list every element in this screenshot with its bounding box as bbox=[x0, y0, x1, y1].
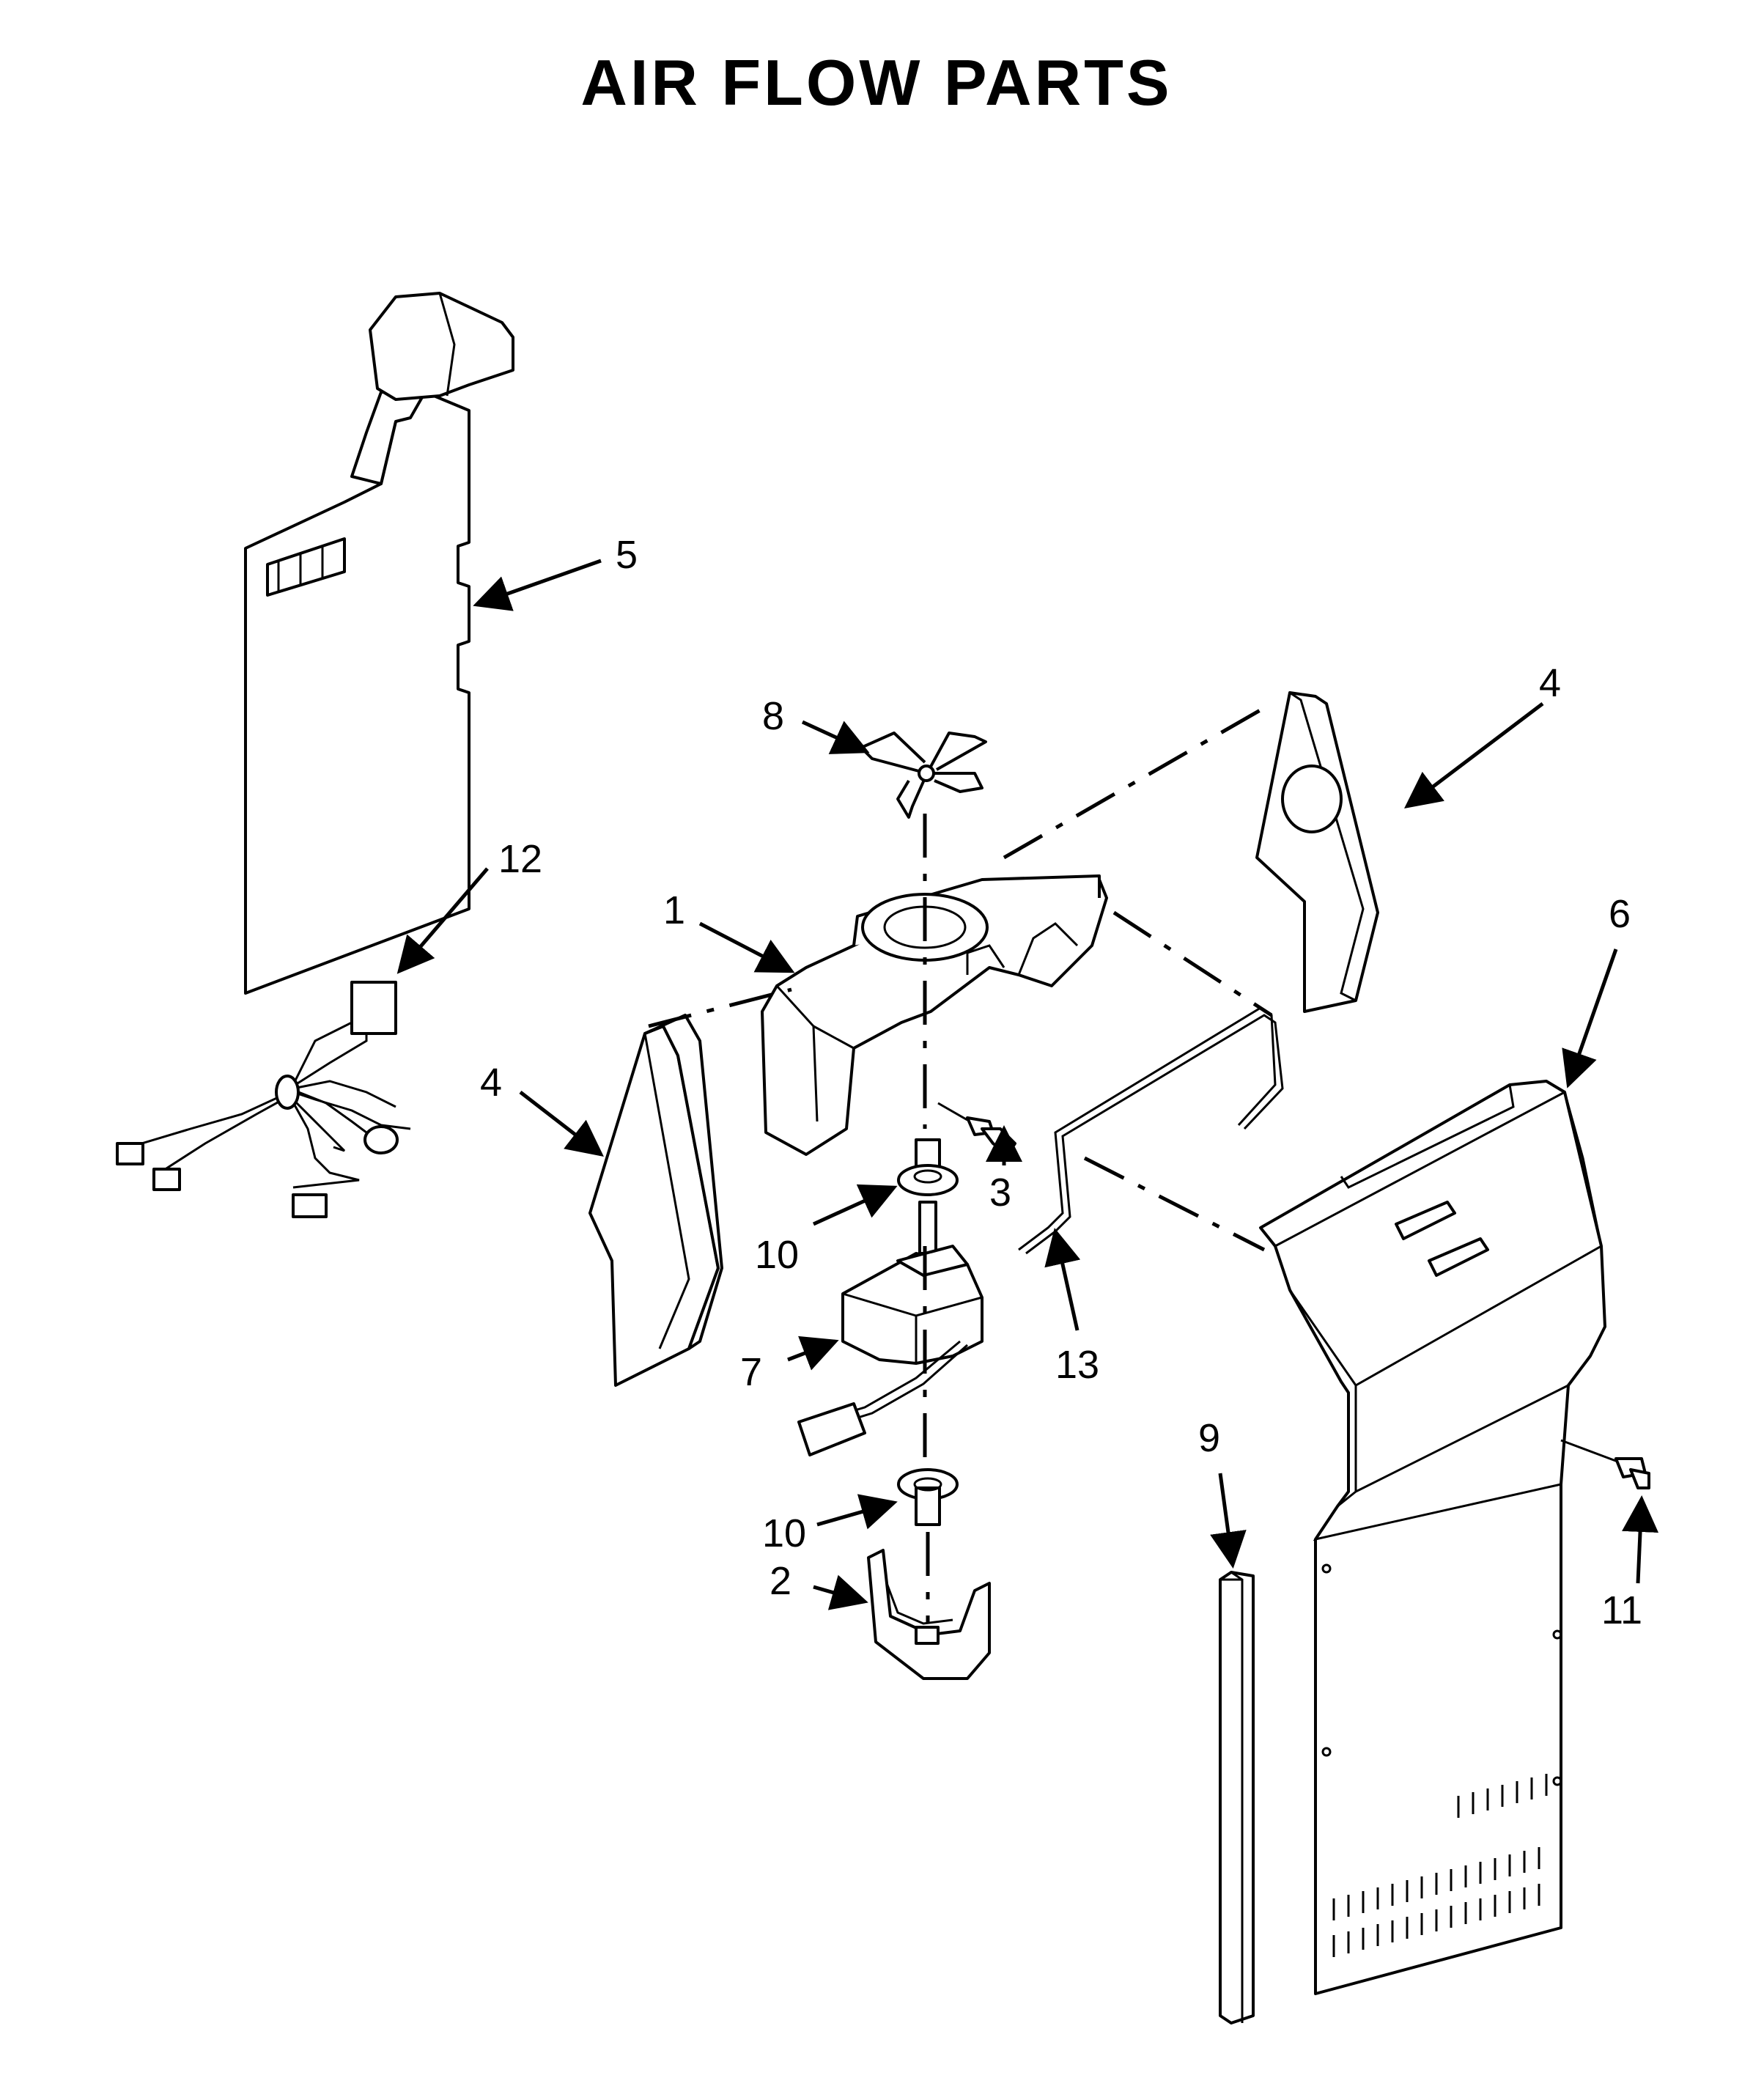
callout-3: 3 bbox=[989, 1171, 1011, 1215]
part-10-lower-grommet bbox=[897, 1468, 959, 1526]
part-5-air-duct-panel bbox=[244, 292, 514, 995]
part-12-wire-harness bbox=[116, 981, 411, 1218]
part-6-air-tower-cover bbox=[1259, 1080, 1606, 1995]
callout-10-upper: 10 bbox=[755, 1233, 799, 1277]
part-13-wire-spring bbox=[1018, 1006, 1284, 1255]
callout-4-left: 4 bbox=[480, 1061, 502, 1105]
vent-slots bbox=[1332, 1774, 1548, 1957]
alignment-lines bbox=[648, 701, 1273, 1624]
part-2-motor-bracket bbox=[867, 1549, 991, 1680]
callout-13: 13 bbox=[1055, 1343, 1099, 1387]
part-4-right-baffle bbox=[1255, 691, 1379, 1013]
callout-1: 1 bbox=[663, 888, 685, 932]
callout-9: 9 bbox=[1198, 1416, 1220, 1460]
callout-10-lower: 10 bbox=[762, 1511, 806, 1555]
part-9-foam-strip bbox=[1219, 1571, 1255, 2025]
leader-arrows bbox=[396, 559, 1659, 1610]
part-10-upper-grommet bbox=[897, 1138, 959, 1196]
callout-6: 6 bbox=[1609, 892, 1631, 936]
callout-7: 7 bbox=[740, 1350, 762, 1394]
part-1-fan-housing bbox=[761, 874, 1108, 1156]
callout-11: 11 bbox=[1601, 1588, 1642, 1632]
callout-4-right: 4 bbox=[1539, 661, 1561, 705]
callout-labels: 5 8 4 12 1 6 4 3 10 7 13 9 10 2 11 bbox=[480, 533, 1642, 1632]
callout-12: 12 bbox=[498, 837, 542, 881]
part-7-fan-motor bbox=[797, 1201, 983, 1456]
callout-2: 2 bbox=[770, 1559, 791, 1603]
part-11-screw bbox=[1560, 1439, 1650, 1489]
part-4-left-baffle bbox=[588, 1014, 723, 1387]
part-8-fan-blade bbox=[860, 732, 987, 819]
callout-8: 8 bbox=[762, 694, 784, 738]
callout-5: 5 bbox=[616, 533, 638, 577]
page-title: AIR FLOW PARTS bbox=[580, 46, 1173, 119]
